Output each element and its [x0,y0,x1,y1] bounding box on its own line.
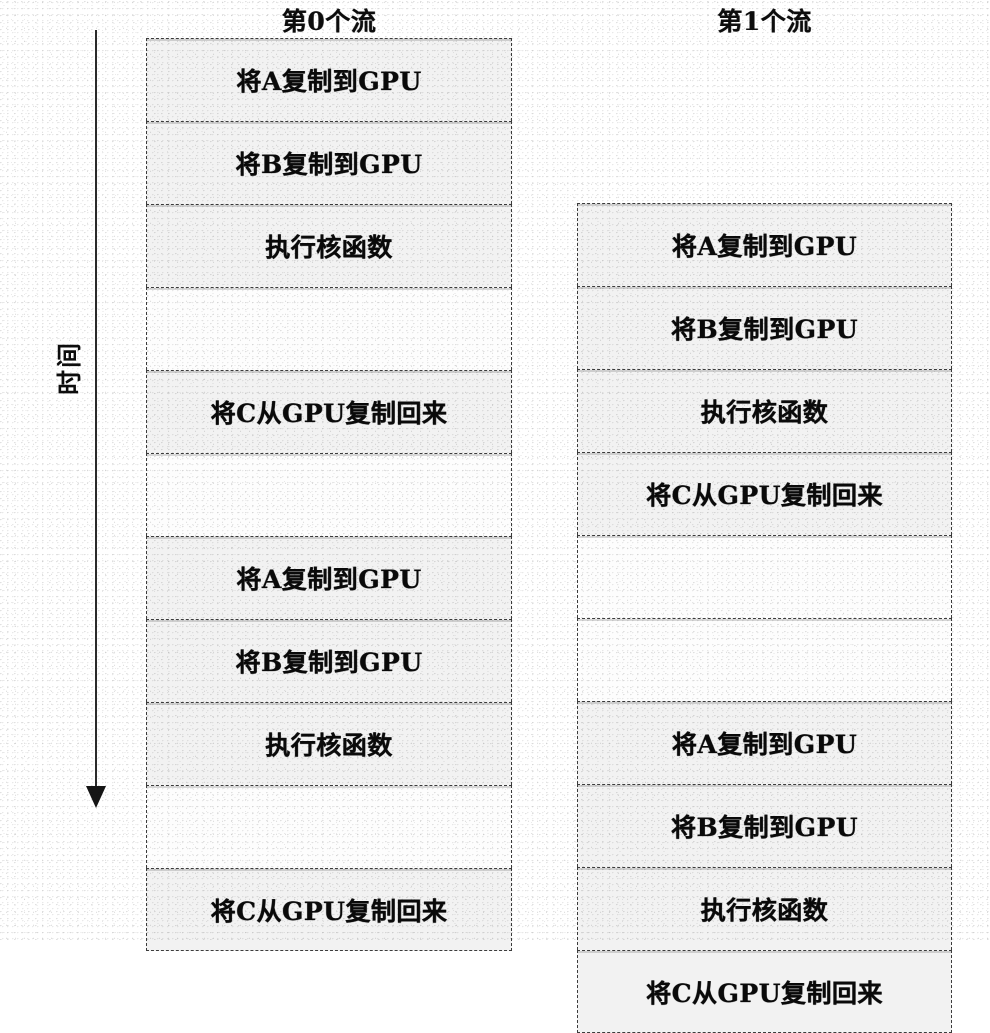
timeline-task-cell: 将B复制到GPU [577,286,952,369]
timeline-task-cell: 将A复制到GPU [577,701,952,784]
timeline-task-cell: 执行核函数 [577,369,952,452]
timeline-task-cell: 将A复制到GPU [146,536,512,619]
timeline-task-cell: 执行核函数 [577,867,952,950]
timeline-cell-label: 将B复制到GPU [670,813,859,842]
timeline-cell-label: 执行核函数 [700,896,829,925]
timeline-gap-cell [146,785,512,868]
timeline-task-cell: 将C从GPU复制回来 [577,950,952,1033]
timeline-task-cell: 将C从GPU复制回来 [146,868,512,951]
timeline-task-cell: 将B复制到GPU [577,784,952,867]
time-axis-line [95,30,97,792]
timeline-task-cell: 将A复制到GPU [577,203,952,286]
timeline-cell-label: 将C从GPU复制回来 [646,481,883,510]
time-axis: 时间 [30,30,130,830]
timeline-cell-label: 将A复制到GPU [236,67,422,96]
timeline-cell-label: 将A复制到GPU [236,565,422,594]
timeline-gap-cell [577,535,952,618]
timeline-cell-label: 将C从GPU复制回来 [210,896,448,926]
timeline-task-cell: 将B复制到GPU [146,619,512,702]
timeline-cell-label: 将C从GPU复制回来 [646,978,883,1008]
timeline-cell-label: 将B复制到GPU [670,315,859,344]
timeline-gap-cell [146,287,512,370]
down-arrow-icon [86,786,106,808]
timeline-cell-label: 将A复制到GPU [671,232,858,261]
time-axis-label: 时间 [55,341,84,396]
timeline-task-cell: 将C从GPU复制回来 [146,370,512,453]
timeline-task-cell: 将B复制到GPU [146,121,512,204]
timeline-cell-label: 执行核函数 [265,233,393,262]
timeline-cell-label: 将C从GPU复制回来 [210,399,448,428]
timeline-task-cell: 执行核函数 [146,702,512,785]
timeline-task-cell: 执行核函数 [146,204,512,287]
timeline-cell-label: 执行核函数 [700,398,829,427]
timeline-gap-cell [146,453,512,536]
timeline-cell-label: 将A复制到GPU [671,730,858,759]
timeline-task-cell: 将A复制到GPU [146,38,512,121]
timeline-cell-label: 执行核函数 [265,731,393,760]
timeline-cell-label: 将B复制到GPU [235,150,423,179]
timeline-gap-cell [577,618,952,701]
column-header-stream-0: 第0个流 [281,7,377,36]
timeline-task-cell: 将C从GPU复制回来 [577,452,952,535]
column-header-stream-1: 第1个流 [717,7,812,36]
timeline-cell-label: 将B复制到GPU [235,648,423,677]
